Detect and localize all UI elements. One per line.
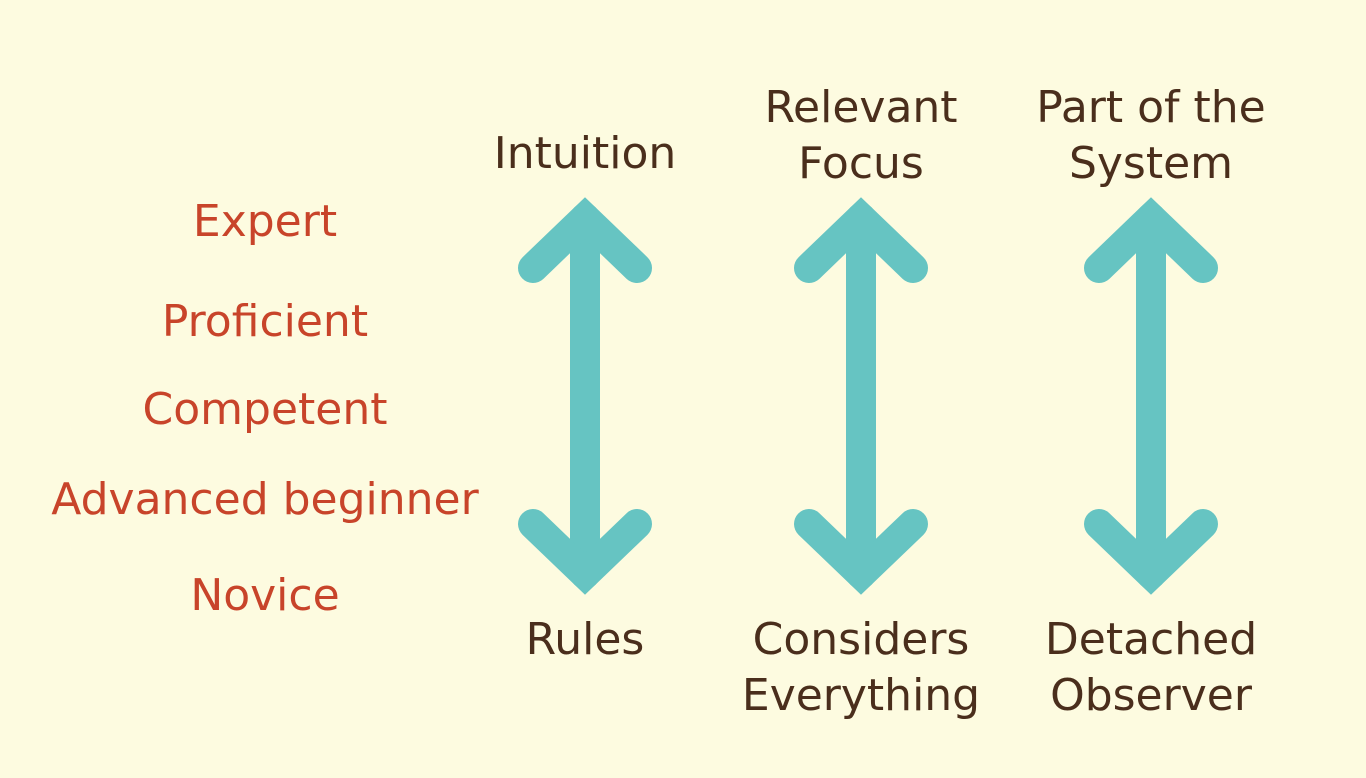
level-expert: Expert (192, 196, 338, 247)
level-competent: Competent (142, 384, 388, 435)
level-novice: Novice (190, 570, 340, 621)
double-headed-vertical-arrow-icon (518, 197, 652, 595)
column-1-top-label: Intuition (493, 128, 677, 179)
double-headed-vertical-arrow-icon (794, 197, 928, 595)
column-2-top-label: Relevant Focus (764, 82, 958, 189)
level-proficient: Proficient (161, 296, 369, 347)
column-3-top-label: Part of the System (1036, 82, 1266, 189)
column-2-bottom-label: Considers Everything (741, 614, 981, 721)
double-headed-vertical-arrow-icon (1084, 197, 1218, 595)
skill-levels-list: Expert Proficient Competent Advanced beg… (0, 0, 530, 778)
column-3-bottom-label: Detached Observer (1044, 614, 1258, 721)
level-advanced-beginner: Advanced beginner (51, 474, 479, 525)
column-1-bottom-label: Rules (525, 614, 645, 665)
